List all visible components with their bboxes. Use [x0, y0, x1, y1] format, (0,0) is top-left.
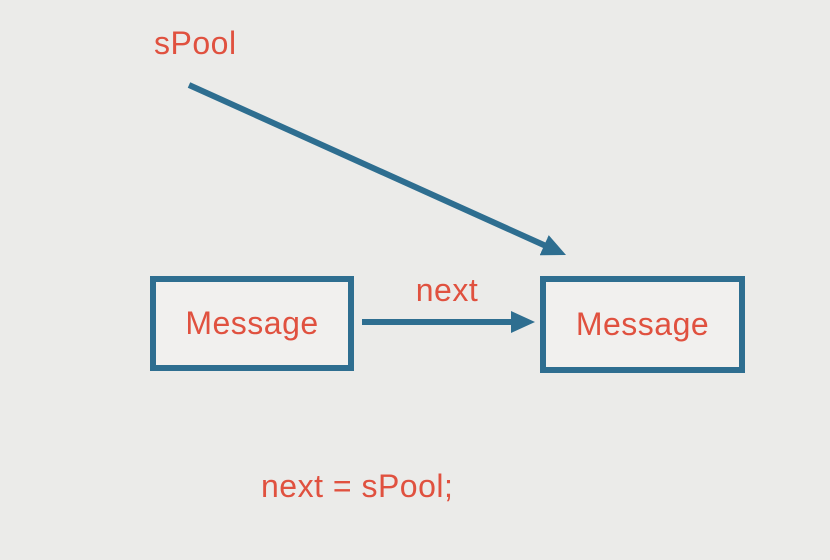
message-node-right-label: Message — [575, 306, 710, 342]
spool-pointer-label: sPool — [154, 25, 237, 61]
assignment-code-caption: next = sPool; — [261, 468, 454, 504]
next-edge-label: next — [415, 272, 479, 308]
message-node-left-label: Message — [185, 305, 319, 341]
spool-pointer-arrow — [187, 82, 567, 256]
message-node-left: Message — [150, 276, 354, 371]
message-node-right: Message — [540, 276, 745, 373]
